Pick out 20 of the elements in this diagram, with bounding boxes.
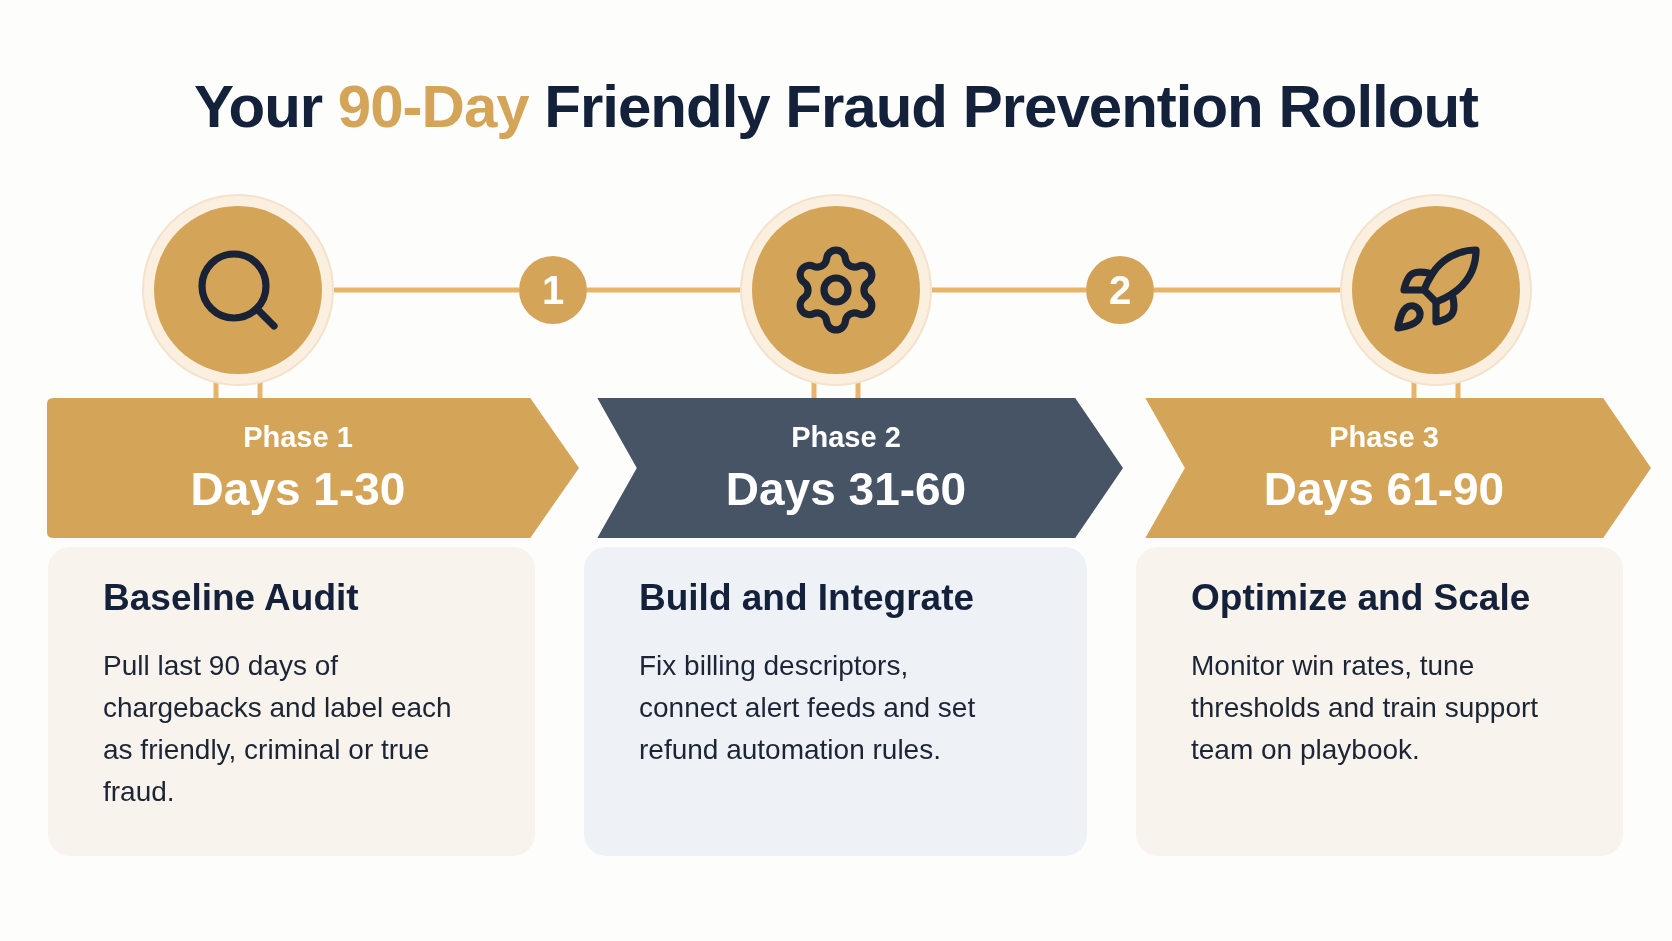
phase-banner [47, 398, 579, 538]
card-description: Fix billing descriptors, connect alert feeds and set refund automation rules. [639, 649, 977, 767]
phase-label: Phase 1 [243, 420, 353, 454]
connector-line [1154, 287, 1340, 293]
connector-line [334, 287, 519, 293]
title: Your 90-Day Friendly Fraud Prevention Rollout [192, 72, 1480, 141]
connector-line [587, 287, 740, 293]
day-range: Days 1-30 [190, 461, 406, 516]
card-heading: Baseline Audit [103, 577, 360, 619]
step-number: 1 [519, 256, 587, 324]
day-range: Days 61-90 [1263, 461, 1505, 516]
card-description: Monitor win rates, tune thresholds and train support team on playbook. [1191, 649, 1540, 767]
card-heading: Build and Integrate [639, 577, 976, 619]
step-number: 2 [1086, 256, 1154, 324]
phase-label: Phase 3 [1329, 420, 1439, 454]
day-range: Days 31-60 [725, 461, 967, 516]
card-heading: Optimize and Scale [1191, 577, 1532, 619]
connector-line [932, 287, 1086, 293]
card-description: Pull last 90 days of chargebacks and label each as friendly, criminal or true fraud. [103, 649, 453, 809]
phase-label: Phase 2 [791, 420, 901, 454]
